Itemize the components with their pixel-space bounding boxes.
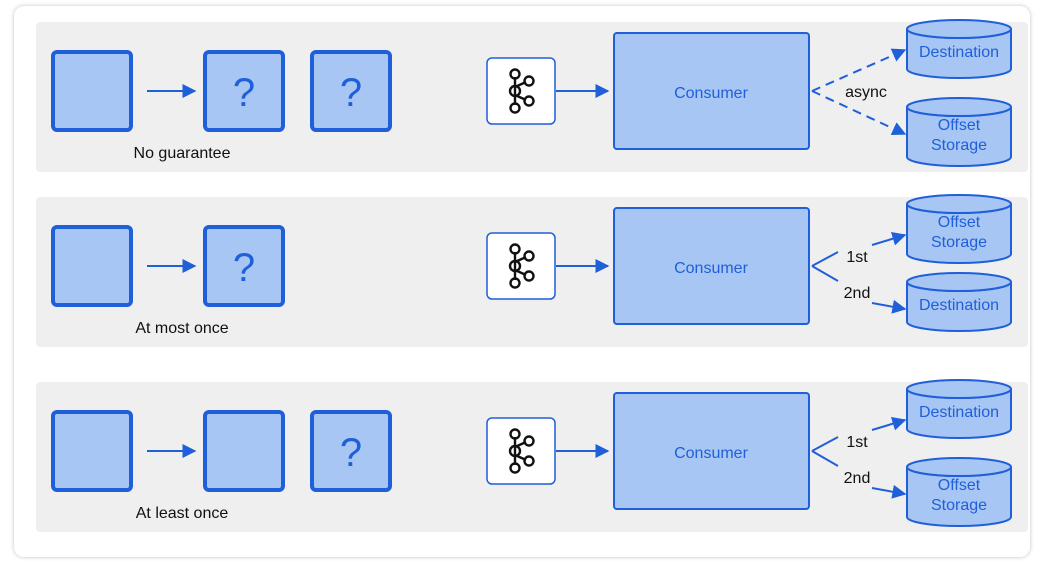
row-caption: At least once [136,505,229,522]
cylinder-label: Storage [931,137,987,154]
storage-cylinder [906,194,1012,264]
order-label: 2nd [844,285,871,302]
storage-cylinder [906,457,1012,527]
kafka-logo-icon [508,428,535,474]
cylinder-label: Destination [919,404,999,421]
consumer-box [613,207,810,325]
connector-first [811,436,839,452]
arrow-to-second-target [811,90,907,136]
storage-cylinder [906,272,1012,332]
consumer-box [613,32,810,150]
message-box [310,410,392,492]
storage-cylinder [906,379,1012,439]
message-box [51,50,133,132]
arrow-to-first-target [811,48,907,92]
cylinder-label: Destination [919,44,999,61]
connector-second [811,265,839,282]
arrow-to-second-target [871,484,907,499]
connector-first [811,251,839,267]
async-label: async [845,84,887,101]
message-box [203,410,285,492]
question-mark: ? [233,246,255,290]
connector-second [811,450,839,467]
consumer-label: Consumer [674,85,748,102]
consumer-label: Consumer [674,445,748,462]
cylinder-label: Storage [931,234,987,251]
consumer-box [613,392,810,510]
arrow-to-second-target [871,299,907,314]
order-label: 1st [846,249,868,266]
message-box [310,50,392,132]
question-mark: ? [340,71,362,115]
question-mark: ? [233,71,255,115]
cylinder-label: Destination [919,297,999,314]
kafka-logo-icon [508,243,535,289]
cylinder-label: Offset [938,214,981,231]
message-box [51,225,133,307]
kafka-logo-icon [508,68,535,114]
cylinder-label: Storage [931,497,987,514]
storage-cylinder [906,97,1012,167]
cylinder-label: Offset [938,477,981,494]
arrow-to-first-target [871,231,907,246]
storage-cylinder [906,19,1012,79]
question-mark: ? [340,431,362,475]
row-caption: At most once [135,320,228,337]
order-label: 1st [846,434,868,451]
order-label: 2nd [844,470,871,487]
message-box [51,410,133,492]
consumer-label: Consumer [674,260,748,277]
arrow-to-first-target [871,416,907,431]
row-caption: No guarantee [134,145,231,162]
message-box [203,50,285,132]
cylinder-label: Offset [938,117,981,134]
message-box [203,225,285,307]
